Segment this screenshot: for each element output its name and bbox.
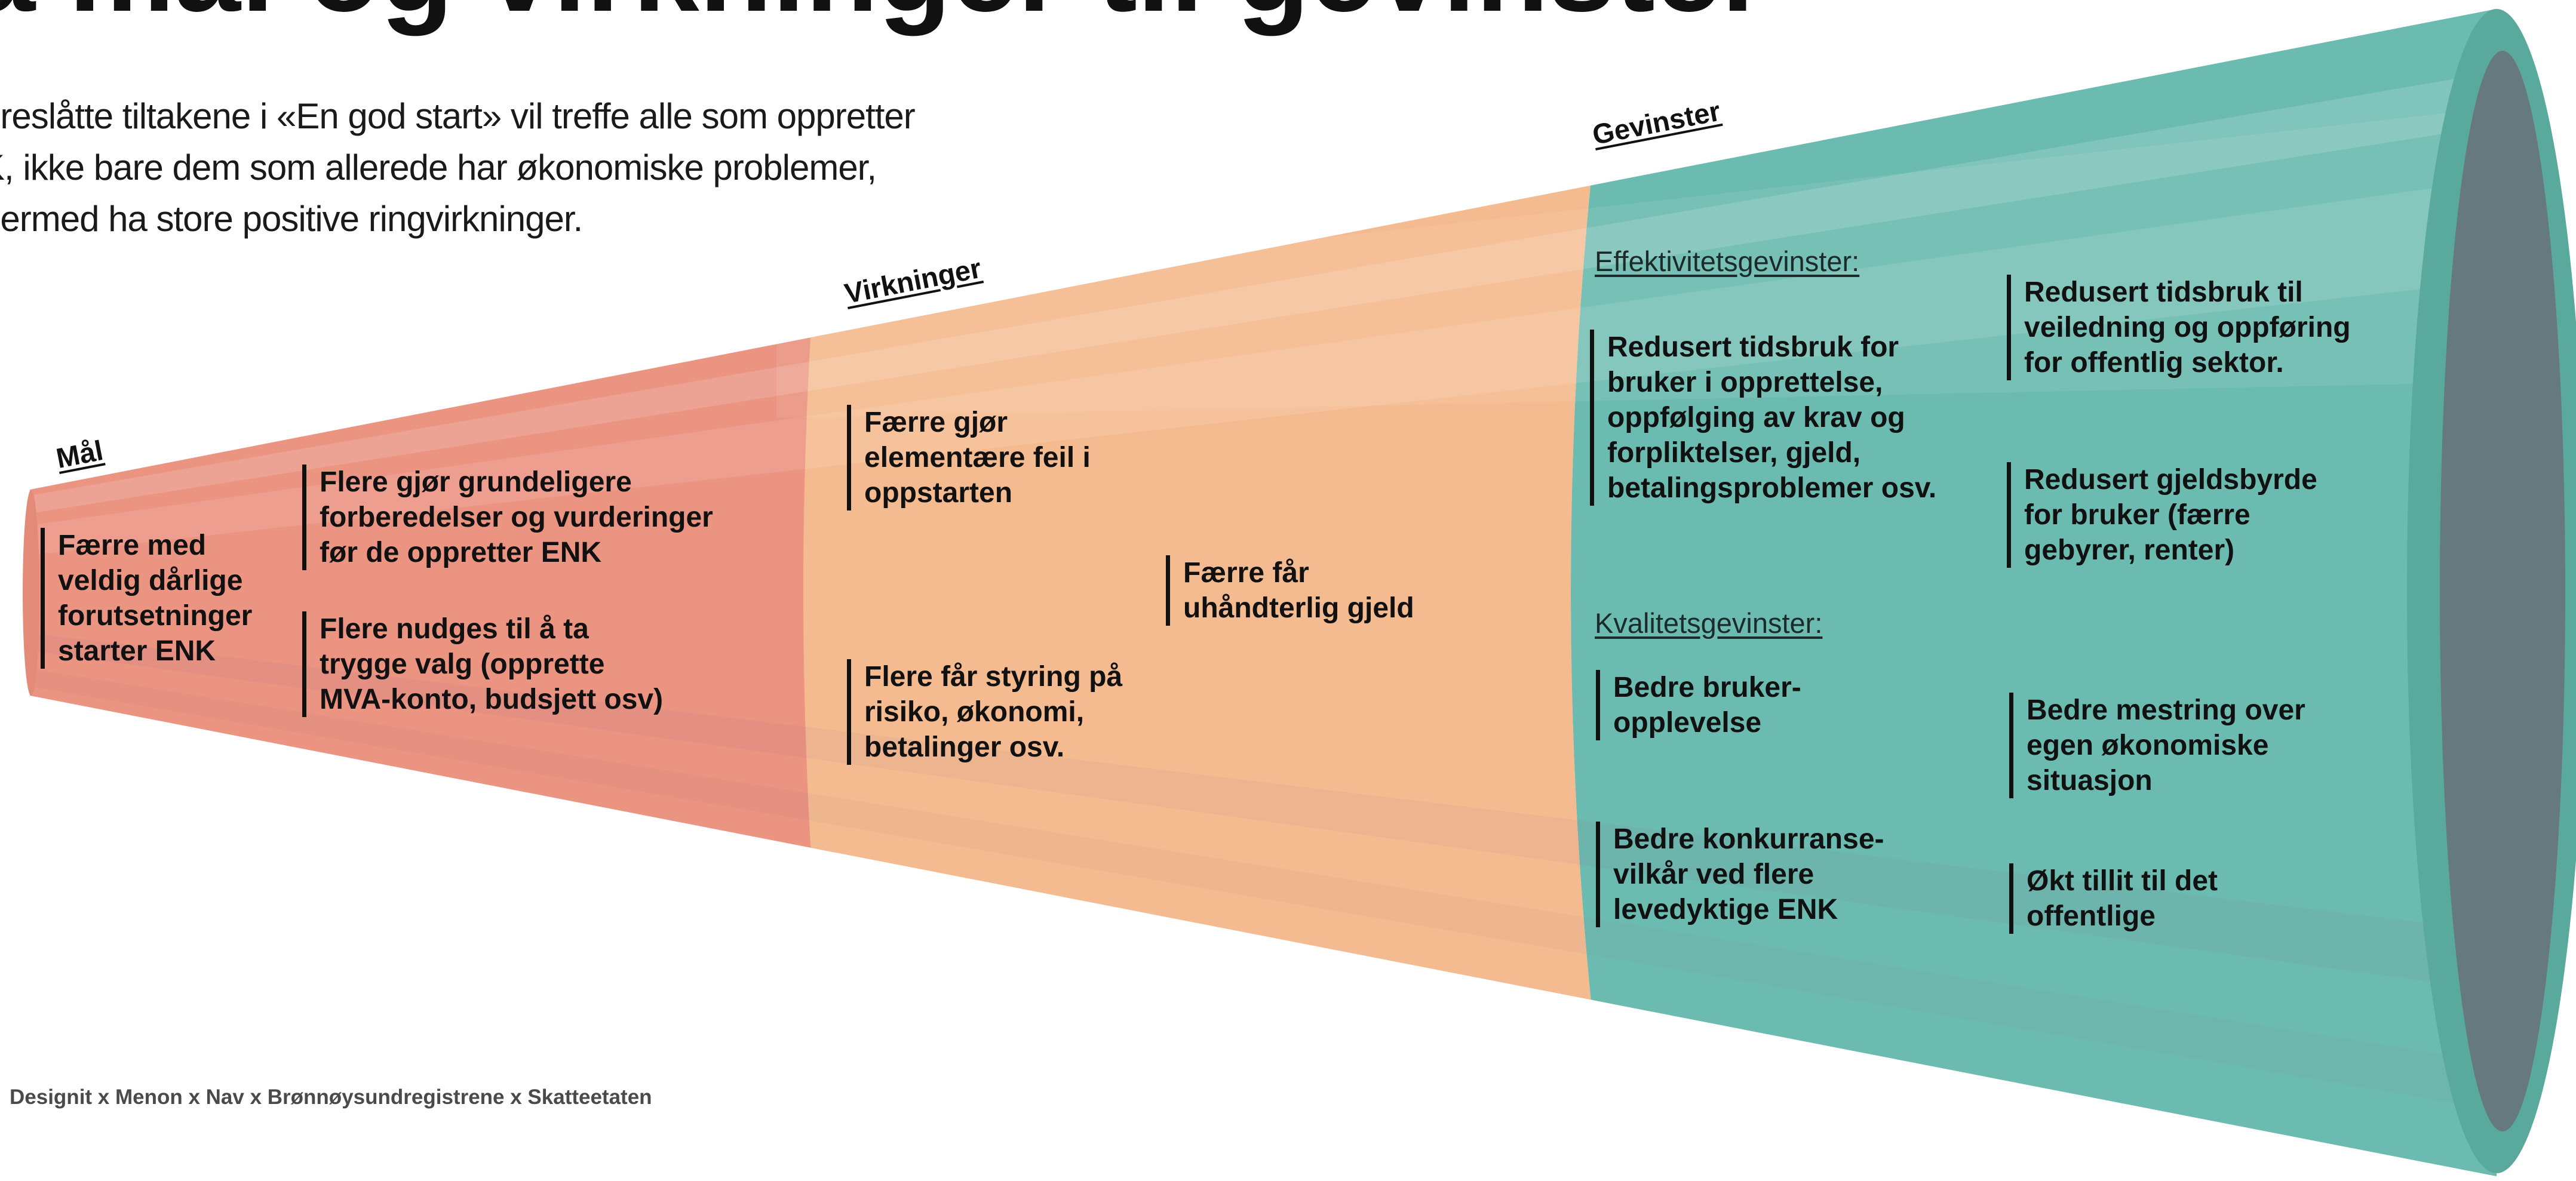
kvalitet-item: Bedre bruker- opplevelse xyxy=(1596,670,1801,740)
kvalitet-item: Bedre konkurranse- vilkår ved flere leve… xyxy=(1596,822,1884,927)
maal-item: Færre med veldig dårlige forutsetninger … xyxy=(41,528,252,669)
effektivitet-item: Redusert tidsbruk for bruker i opprettel… xyxy=(1590,330,1936,506)
kvalitet-item: Bedre mestring over egen økonomiske situ… xyxy=(2009,693,2305,798)
cone-tip-cap xyxy=(23,490,39,696)
virkninger-item: Færre gjør elementære feil i oppstarten xyxy=(847,405,1091,510)
effektivitet-item: Redusert tidsbruk til veiledning og oppf… xyxy=(2007,275,2351,380)
page-title: ra mål og virkninger til gevinster xyxy=(0,0,1768,30)
effektivitet-item: Redusert gjeldsbyrde for bruker (færre g… xyxy=(2007,462,2317,568)
virkninger-item: Flere får styring på risiko, økonomi, be… xyxy=(847,659,1122,765)
maal-item: Flere gjør grundeligere forberedelser og… xyxy=(302,465,713,570)
kvalitet-item: Økt tillit til det offentlige xyxy=(2009,863,2218,934)
intro-text: oreslåtte tiltakene i «En god start» vil… xyxy=(0,91,1008,245)
cone-mouth xyxy=(2440,51,2565,1131)
maal-item: Flere nudges til å ta trygge valg (oppre… xyxy=(302,611,663,717)
intro-line: oreslåtte tiltakene i «En god start» vil… xyxy=(0,96,916,136)
intro-line: dermed ha store positive ringvirkninger. xyxy=(0,199,583,239)
subheading-effektivitet: Effektivitetsgevinster: xyxy=(1595,245,1860,277)
subheading-kvalitet: Kvalitetsgevinster: xyxy=(1595,607,1823,639)
intro-line: K, ikke bare dem som allerede har økonom… xyxy=(0,147,877,187)
footer-credits: Designit x Menon x Nav x Brønnøysundregi… xyxy=(10,1085,652,1109)
virkninger-item: Færre får uhåndterlig gjeld xyxy=(1166,555,1414,626)
